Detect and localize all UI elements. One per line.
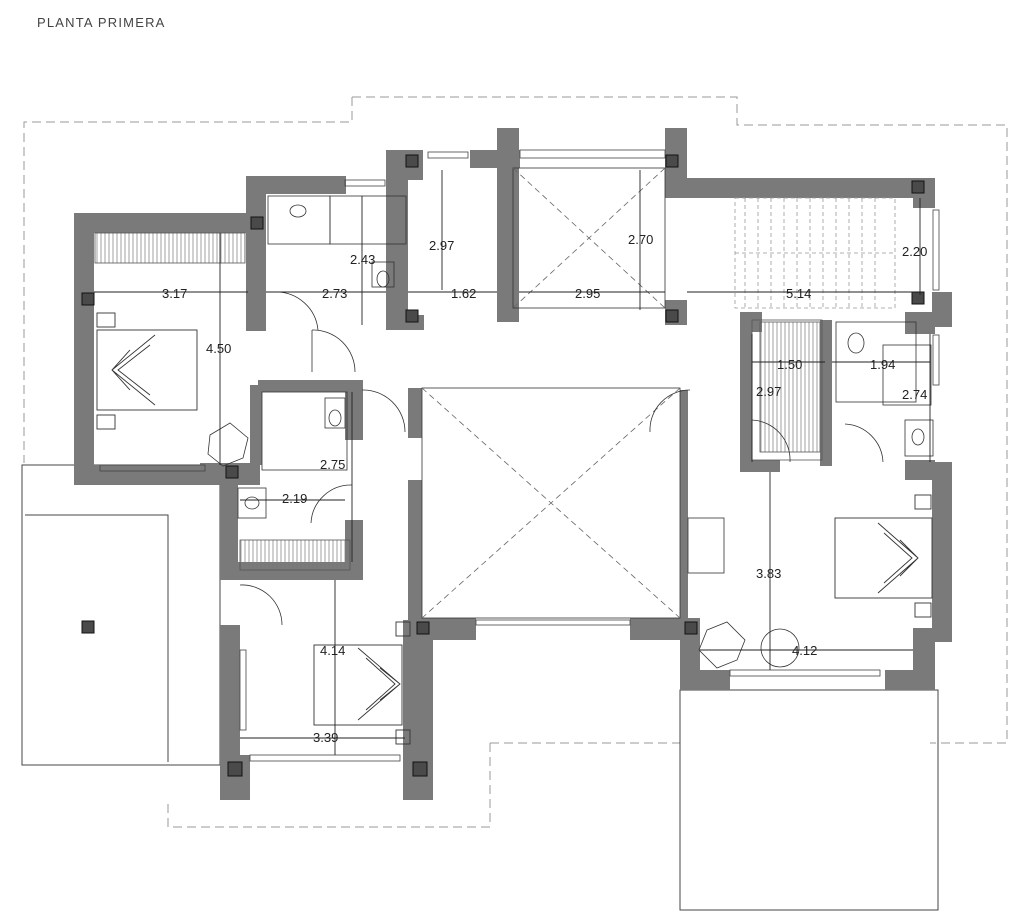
dim-stair-depth: 2.20 — [902, 244, 927, 259]
plan-title: PLANTA PRIMERA — [37, 15, 166, 30]
terrace-bottom-right — [679, 689, 939, 911]
dim-stair-width: 5.14 — [786, 286, 811, 301]
dim-bottom-bedroom-depth: 4.14 — [320, 643, 345, 658]
dim-master-bath-width: 1.94 — [870, 357, 895, 372]
windows — [99, 149, 940, 762]
furniture — [207, 422, 800, 669]
dim-master-bath-depth: 2.74 — [902, 387, 927, 402]
walls — [74, 128, 952, 800]
dim-bedroom-width: 3.17 — [162, 286, 187, 301]
dim-middle-bath-width: 2.19 — [282, 491, 307, 506]
dim-void-width: 2.95 — [575, 286, 600, 301]
dim-bottom-bedroom-width: 3.39 — [313, 730, 338, 745]
dim-hall-depth: 2.97 — [429, 238, 454, 253]
dim-bedroom-depth: 4.50 — [206, 341, 231, 356]
roof-outline — [23, 96, 1008, 828]
dimension-lines — [94, 170, 931, 755]
dim-master-bedroom-depth: 3.83 — [756, 566, 781, 581]
terrace-left — [21, 464, 221, 766]
dim-closet-depth: 2.97 — [756, 384, 781, 399]
dim-middle-bath-depth: 2.75 — [320, 457, 345, 472]
doors — [239, 291, 884, 626]
dim-void-depth: 2.70 — [628, 232, 653, 247]
dimension-labels: 3.17 4.50 2.73 2.43 2.97 1.62 2.70 2.95 … — [162, 232, 927, 745]
dim-hall-width: 1.62 — [451, 286, 476, 301]
beds — [96, 312, 933, 745]
dim-bath-width: 2.73 — [322, 286, 347, 301]
dim-bath-depth: 2.43 — [350, 252, 375, 267]
dim-closet-width: 1.50 — [777, 357, 802, 372]
dim-master-bedroom-width: 4.12 — [792, 643, 817, 658]
wardrobes — [94, 232, 823, 571]
columns — [81, 154, 925, 777]
stair — [734, 197, 896, 309]
